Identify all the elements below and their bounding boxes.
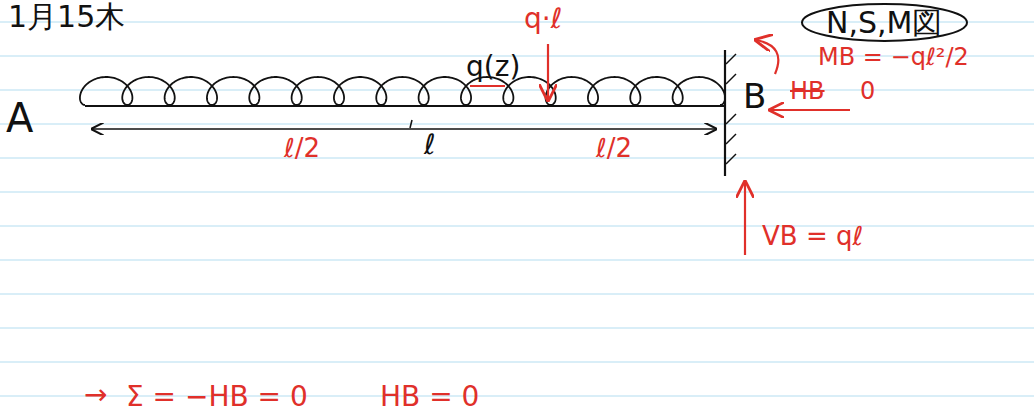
horizontal-reaction-value: 0 <box>860 78 875 104</box>
dimension: ℓ <box>424 130 436 161</box>
dimension: ℓ/2 <box>596 134 632 163</box>
title-text: N,S,M図 <box>826 6 942 39</box>
ruled-line <box>0 294 1034 295</box>
moment-arrow <box>756 40 778 74</box>
ruled-line <box>0 90 1034 91</box>
load-function: q(z) <box>466 52 520 83</box>
moment-reaction: MB = −qℓ²/2 <box>818 44 969 70</box>
oval-outline <box>802 4 967 41</box>
free-end-name: A <box>6 96 33 140</box>
resultant-arrow <box>547 44 549 100</box>
date-note: 1月15木 <box>8 0 125 33</box>
ruled-lines <box>0 22 1034 396</box>
ruled-line <box>0 192 1034 193</box>
ruled-line <box>0 124 1034 125</box>
wall-hatching <box>726 54 736 164</box>
dimension-line <box>92 128 716 130</box>
horizontal-reaction: HB <box>790 78 825 104</box>
ruled-line <box>0 362 1034 363</box>
equilibrium-result: HB = 0 <box>380 382 479 413</box>
fixed-wall <box>724 50 726 176</box>
resultant-load: q·ℓ <box>524 4 562 35</box>
support-name: B <box>743 78 766 115</box>
ruled-line <box>0 158 1034 159</box>
ruled-line <box>0 328 1034 329</box>
midpoint-tick <box>410 120 412 128</box>
ruled-line <box>0 260 1034 261</box>
vertical-reaction-arrow <box>744 182 746 255</box>
vector-arrow: → <box>84 380 107 411</box>
beam <box>85 105 725 107</box>
underline <box>470 85 505 87</box>
horizontal-reaction-arrow <box>770 109 850 111</box>
vertical-reaction: VB = qℓ <box>762 222 863 251</box>
distributed-load <box>80 77 725 105</box>
ruled-line <box>0 226 1034 227</box>
dimension: ℓ/2 <box>284 134 320 163</box>
equilibrium-equation: Σ = −HB = 0 <box>126 382 308 413</box>
title-oval: N,S,M図 <box>800 2 969 43</box>
